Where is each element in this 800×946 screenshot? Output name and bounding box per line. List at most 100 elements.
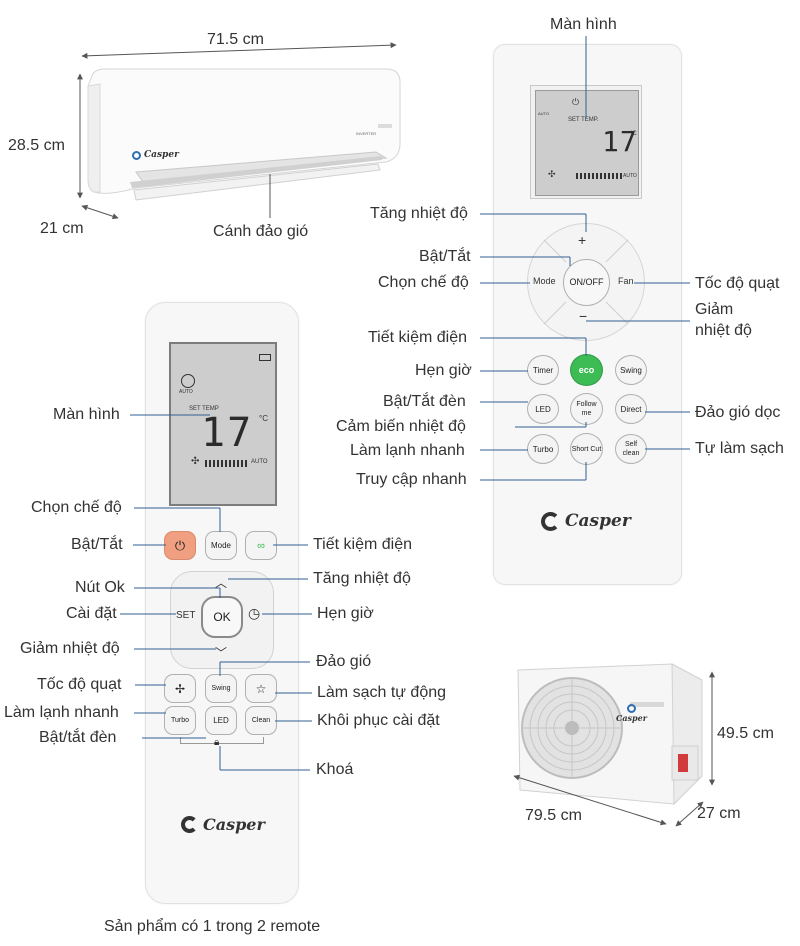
remote-b-eco-button[interactable]: ∞ bbox=[245, 531, 277, 560]
remote-a-mode-button[interactable]: Mode bbox=[533, 276, 556, 286]
remote-b-ok-button[interactable]: OK bbox=[201, 596, 243, 638]
ra-label-selfclean: Tự làm sạch bbox=[695, 440, 784, 457]
rb-label-ok: Nút Ok bbox=[75, 579, 125, 596]
remote-b-lcd: AUTO SET TEMP 17 °C ✣ AUTO bbox=[169, 342, 277, 506]
rb-label-swing: Đảo gió bbox=[316, 653, 372, 670]
ra-label-turbo: Làm lạnh nhanh bbox=[350, 442, 465, 459]
rb-label-light: Bật/tắt đèn bbox=[39, 729, 117, 746]
ra-label-mode: Chọn chế độ bbox=[378, 274, 469, 291]
remote-a-onoff-button[interactable]: ON/OFF bbox=[563, 259, 610, 306]
rb-label-turbo: Làm lạnh nhanh bbox=[4, 704, 119, 721]
remote-a-shortcut-button[interactable]: Short Cut bbox=[570, 433, 603, 465]
remote-a-ring-dividers bbox=[543, 239, 629, 325]
rb-label-timer: Hẹn giờ bbox=[317, 605, 374, 622]
indoor-height-label: 28.5 cm bbox=[8, 137, 65, 154]
remote-b-clean-button[interactable]: Clean bbox=[245, 706, 277, 735]
ra-label-power: Bật/Tắt bbox=[419, 248, 471, 265]
remote-b-mode-button[interactable]: Mode bbox=[205, 531, 237, 560]
outdoor-brand-logo: Casper bbox=[616, 704, 647, 723]
indoor-width-label: 71.5 cm bbox=[207, 31, 264, 48]
rb-label-power: Bật/Tắt bbox=[71, 536, 123, 553]
outdoor-brand-text: Casper bbox=[616, 713, 647, 723]
indoor-brand-logo: Casper bbox=[132, 150, 179, 160]
ra-label-fan-speed: Tốc độ quạt bbox=[695, 275, 780, 292]
indoor-depth-label: 21 cm bbox=[40, 220, 84, 237]
rb-label-auto-clean: Làm sạch tự động bbox=[317, 684, 447, 701]
indoor-badge: INVERTER bbox=[356, 131, 377, 136]
ra-label-sensor: Cảm biến nhiệt độ bbox=[336, 418, 466, 435]
rb-label-fan-speed: Tốc độ quạt bbox=[37, 676, 122, 693]
remote-a-follow-button[interactable]: Follow me bbox=[570, 393, 603, 425]
remote-b-up-button[interactable]: ︿ bbox=[215, 576, 228, 590]
remote-a-selfclean-button[interactable]: Self clean bbox=[615, 434, 647, 464]
indoor-unit bbox=[86, 66, 402, 208]
remote-b-temp-digits: 17 bbox=[201, 410, 254, 456]
rb-label-eco: Tiết kiệm điện bbox=[313, 536, 412, 553]
remote-a-fan-bars bbox=[576, 173, 622, 179]
rb-label-screen: Màn hình bbox=[53, 406, 120, 423]
remote-b-turbo-button[interactable]: Turbo bbox=[164, 706, 196, 735]
rb-label-temp-down: Giảm nhiệt độ bbox=[20, 640, 120, 657]
remote-a-lcd: ⏻ AUTO SET TEMP. 17 °C ✣ AUTO bbox=[530, 85, 642, 199]
remote-b-fan-icon: ✣ bbox=[191, 456, 200, 467]
remote-b-set-button[interactable]: SET bbox=[176, 610, 196, 621]
indoor-unit-drawing bbox=[87, 68, 401, 201]
ra-label-timer: Hẹn giờ bbox=[415, 362, 472, 379]
outdoor-depth-label: 27 cm bbox=[697, 805, 741, 822]
rb-label-reset: Khôi phục cài đặt bbox=[317, 712, 440, 729]
remote-a-temp-digits: 17 bbox=[602, 125, 638, 158]
ra-label-direct: Đảo gió dọc bbox=[695, 404, 781, 421]
rb-label-set: Cài đặt bbox=[66, 605, 117, 622]
remote-b-lock-icon[interactable]: 🔒︎ bbox=[214, 737, 220, 748]
ra-label-temp-up: Tăng nhiệt độ bbox=[370, 205, 468, 222]
ra-label-temp-down-1: Giảm bbox=[695, 301, 734, 318]
outdoor-height-label: 49.5 cm bbox=[717, 725, 774, 742]
remote-b-fan-button[interactable]: ✢ bbox=[164, 674, 196, 703]
remote-b-mode-icon bbox=[181, 374, 195, 388]
remote-a-timer-button[interactable]: Timer bbox=[527, 355, 559, 385]
remote-b-battery-icon bbox=[259, 354, 271, 361]
remote-a-set-temp: SET TEMP. bbox=[568, 117, 599, 123]
remote-a-auto-side: AUTO bbox=[538, 111, 550, 116]
remote-a-auto: AUTO bbox=[623, 173, 637, 179]
indoor-brand-text: Casper bbox=[144, 150, 179, 160]
remote-b-temp-unit: °C bbox=[259, 414, 268, 423]
rb-label-mode: Chọn chế độ bbox=[31, 499, 122, 516]
outdoor-unit-drawing bbox=[517, 663, 703, 806]
remote-a-direct-button[interactable]: Direct bbox=[615, 394, 647, 424]
remote-b-clock-icon[interactable]: ◷ bbox=[248, 605, 261, 621]
outdoor-width-label: 79.5 cm bbox=[525, 807, 582, 824]
remote-b-swing-button[interactable]: Swing bbox=[205, 674, 237, 703]
remote-b-brand-text: Casper bbox=[203, 815, 265, 834]
remote-a-brand-text: Casper bbox=[565, 511, 631, 531]
remote-b-set-temp: SET TEMP bbox=[189, 406, 219, 412]
remote-b-fan-bars bbox=[205, 460, 247, 467]
remote-a-minus-button[interactable]: − bbox=[579, 308, 588, 324]
ra-label-light: Bật/Tắt đèn bbox=[383, 393, 466, 410]
footer-note: Sản phẩm có 1 trong 2 remote bbox=[104, 918, 321, 935]
remote-a-temp-unit: °C bbox=[630, 131, 637, 137]
remote-b-led-button[interactable]: LED bbox=[205, 706, 237, 735]
rb-label-lock: Khoá bbox=[316, 761, 354, 778]
remote-a-fan-icon: ✣ bbox=[548, 169, 556, 179]
remote-b-lock-bracket bbox=[180, 737, 264, 744]
remote-a-plus-button[interactable]: + bbox=[578, 232, 587, 248]
remote-b-power-button[interactable]: ⏻ bbox=[164, 531, 196, 560]
remote-b-autoclean-button[interactable]: ☆ bbox=[245, 674, 277, 703]
remote-a-brand-logo: Casper bbox=[541, 511, 631, 531]
ra-label-eco: Tiết kiệm điện bbox=[368, 329, 467, 346]
ra-label-screen: Màn hình bbox=[550, 16, 617, 33]
remote-b-auto: AUTO bbox=[251, 459, 268, 465]
indoor-louver-label: Cánh đảo gió bbox=[213, 223, 309, 240]
remote-a-turbo-button[interactable]: Turbo bbox=[527, 434, 559, 464]
remote-a-eco-button[interactable]: eco bbox=[570, 354, 603, 386]
rb-label-temp-up: Tăng nhiệt độ bbox=[313, 570, 411, 587]
remote-a-power-icon: ⏻ bbox=[572, 97, 580, 107]
remote-a-led-button[interactable]: LED bbox=[527, 394, 559, 424]
outdoor-unit bbox=[512, 658, 708, 808]
remote-b-brand-logo: Casper bbox=[181, 815, 265, 834]
remote-b-auto-side: AUTO bbox=[179, 389, 193, 395]
remote-a-swing-button[interactable]: Swing bbox=[615, 355, 647, 385]
remote-b-down-button[interactable]: ﹀ bbox=[215, 646, 228, 660]
remote-a-fan-button[interactable]: Fan bbox=[618, 276, 634, 286]
